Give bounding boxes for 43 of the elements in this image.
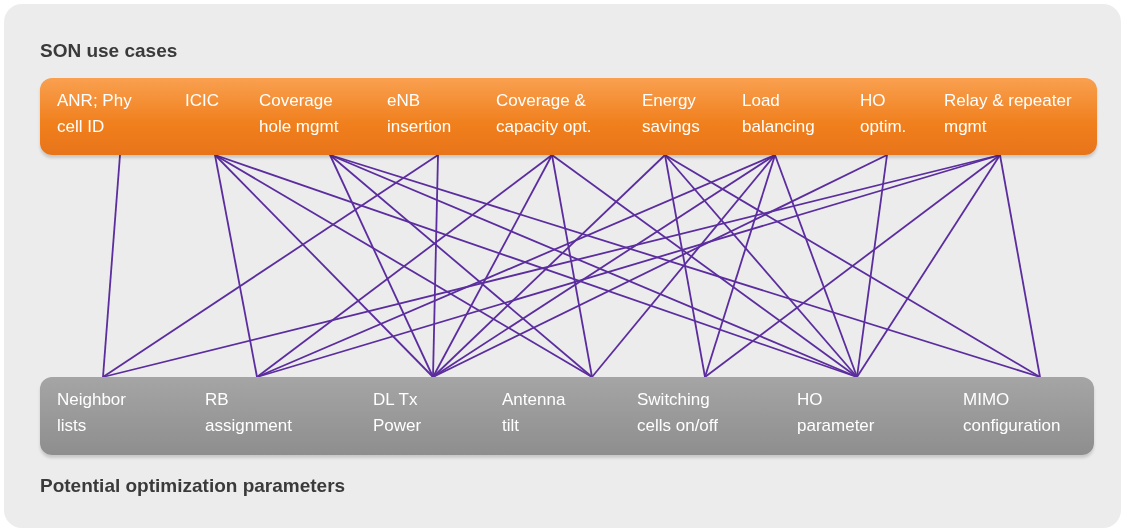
band-item-label: DL Tx Power <box>373 389 423 437</box>
connector-line <box>664 154 706 378</box>
connector-line <box>329 154 593 378</box>
connector-line <box>664 154 858 378</box>
section-heading: SON use cases <box>40 40 178 62</box>
section-heading: Potential optimization parameters <box>40 475 346 497</box>
connector-line <box>329 154 858 378</box>
connector-line <box>432 154 888 378</box>
band-item-label: Switching cells on/off <box>637 389 719 437</box>
band-item-label: Coverage hole mgmt <box>259 90 340 138</box>
connector-line <box>704 154 1001 378</box>
connector-line <box>774 154 858 378</box>
connector-line <box>432 154 553 378</box>
connector-line <box>664 154 1041 378</box>
connector-line <box>432 154 776 378</box>
band-item-label: Energy savings <box>642 90 701 138</box>
band-item-label: Relay & repeater mgmt <box>944 90 1073 138</box>
band-item-label: Antenna tilt <box>502 389 567 437</box>
band-item-label: HO optim. <box>860 90 908 138</box>
connector-line <box>256 154 553 378</box>
band-item-label: Coverage & capacity opt. <box>496 90 593 138</box>
band-item-label: eNB insertion <box>387 90 453 138</box>
connector-line <box>856 154 1001 378</box>
band-item-label: Load balancing <box>742 90 816 138</box>
band-item-label: RB assignment <box>205 389 293 437</box>
connector-line <box>329 154 434 378</box>
connector-line <box>999 154 1041 378</box>
connector-line <box>856 154 888 378</box>
connector-line <box>591 154 776 378</box>
connector-line <box>432 154 666 378</box>
band-item-label: ANR; Phy cell ID <box>57 90 133 138</box>
connector-line <box>432 154 439 378</box>
connector-line <box>214 154 258 378</box>
connector-line <box>214 154 434 378</box>
band-item-label: ICIC <box>185 90 220 112</box>
connector-line <box>704 154 776 378</box>
band-item-label: HO parameter <box>797 389 876 437</box>
band-item-label: Neighbor lists <box>57 389 127 437</box>
connector-line <box>102 154 121 378</box>
band-item-label: MIMO configuration <box>963 389 1062 437</box>
connector-line <box>551 154 593 378</box>
connector-line <box>214 154 593 378</box>
connector-line <box>102 154 439 378</box>
